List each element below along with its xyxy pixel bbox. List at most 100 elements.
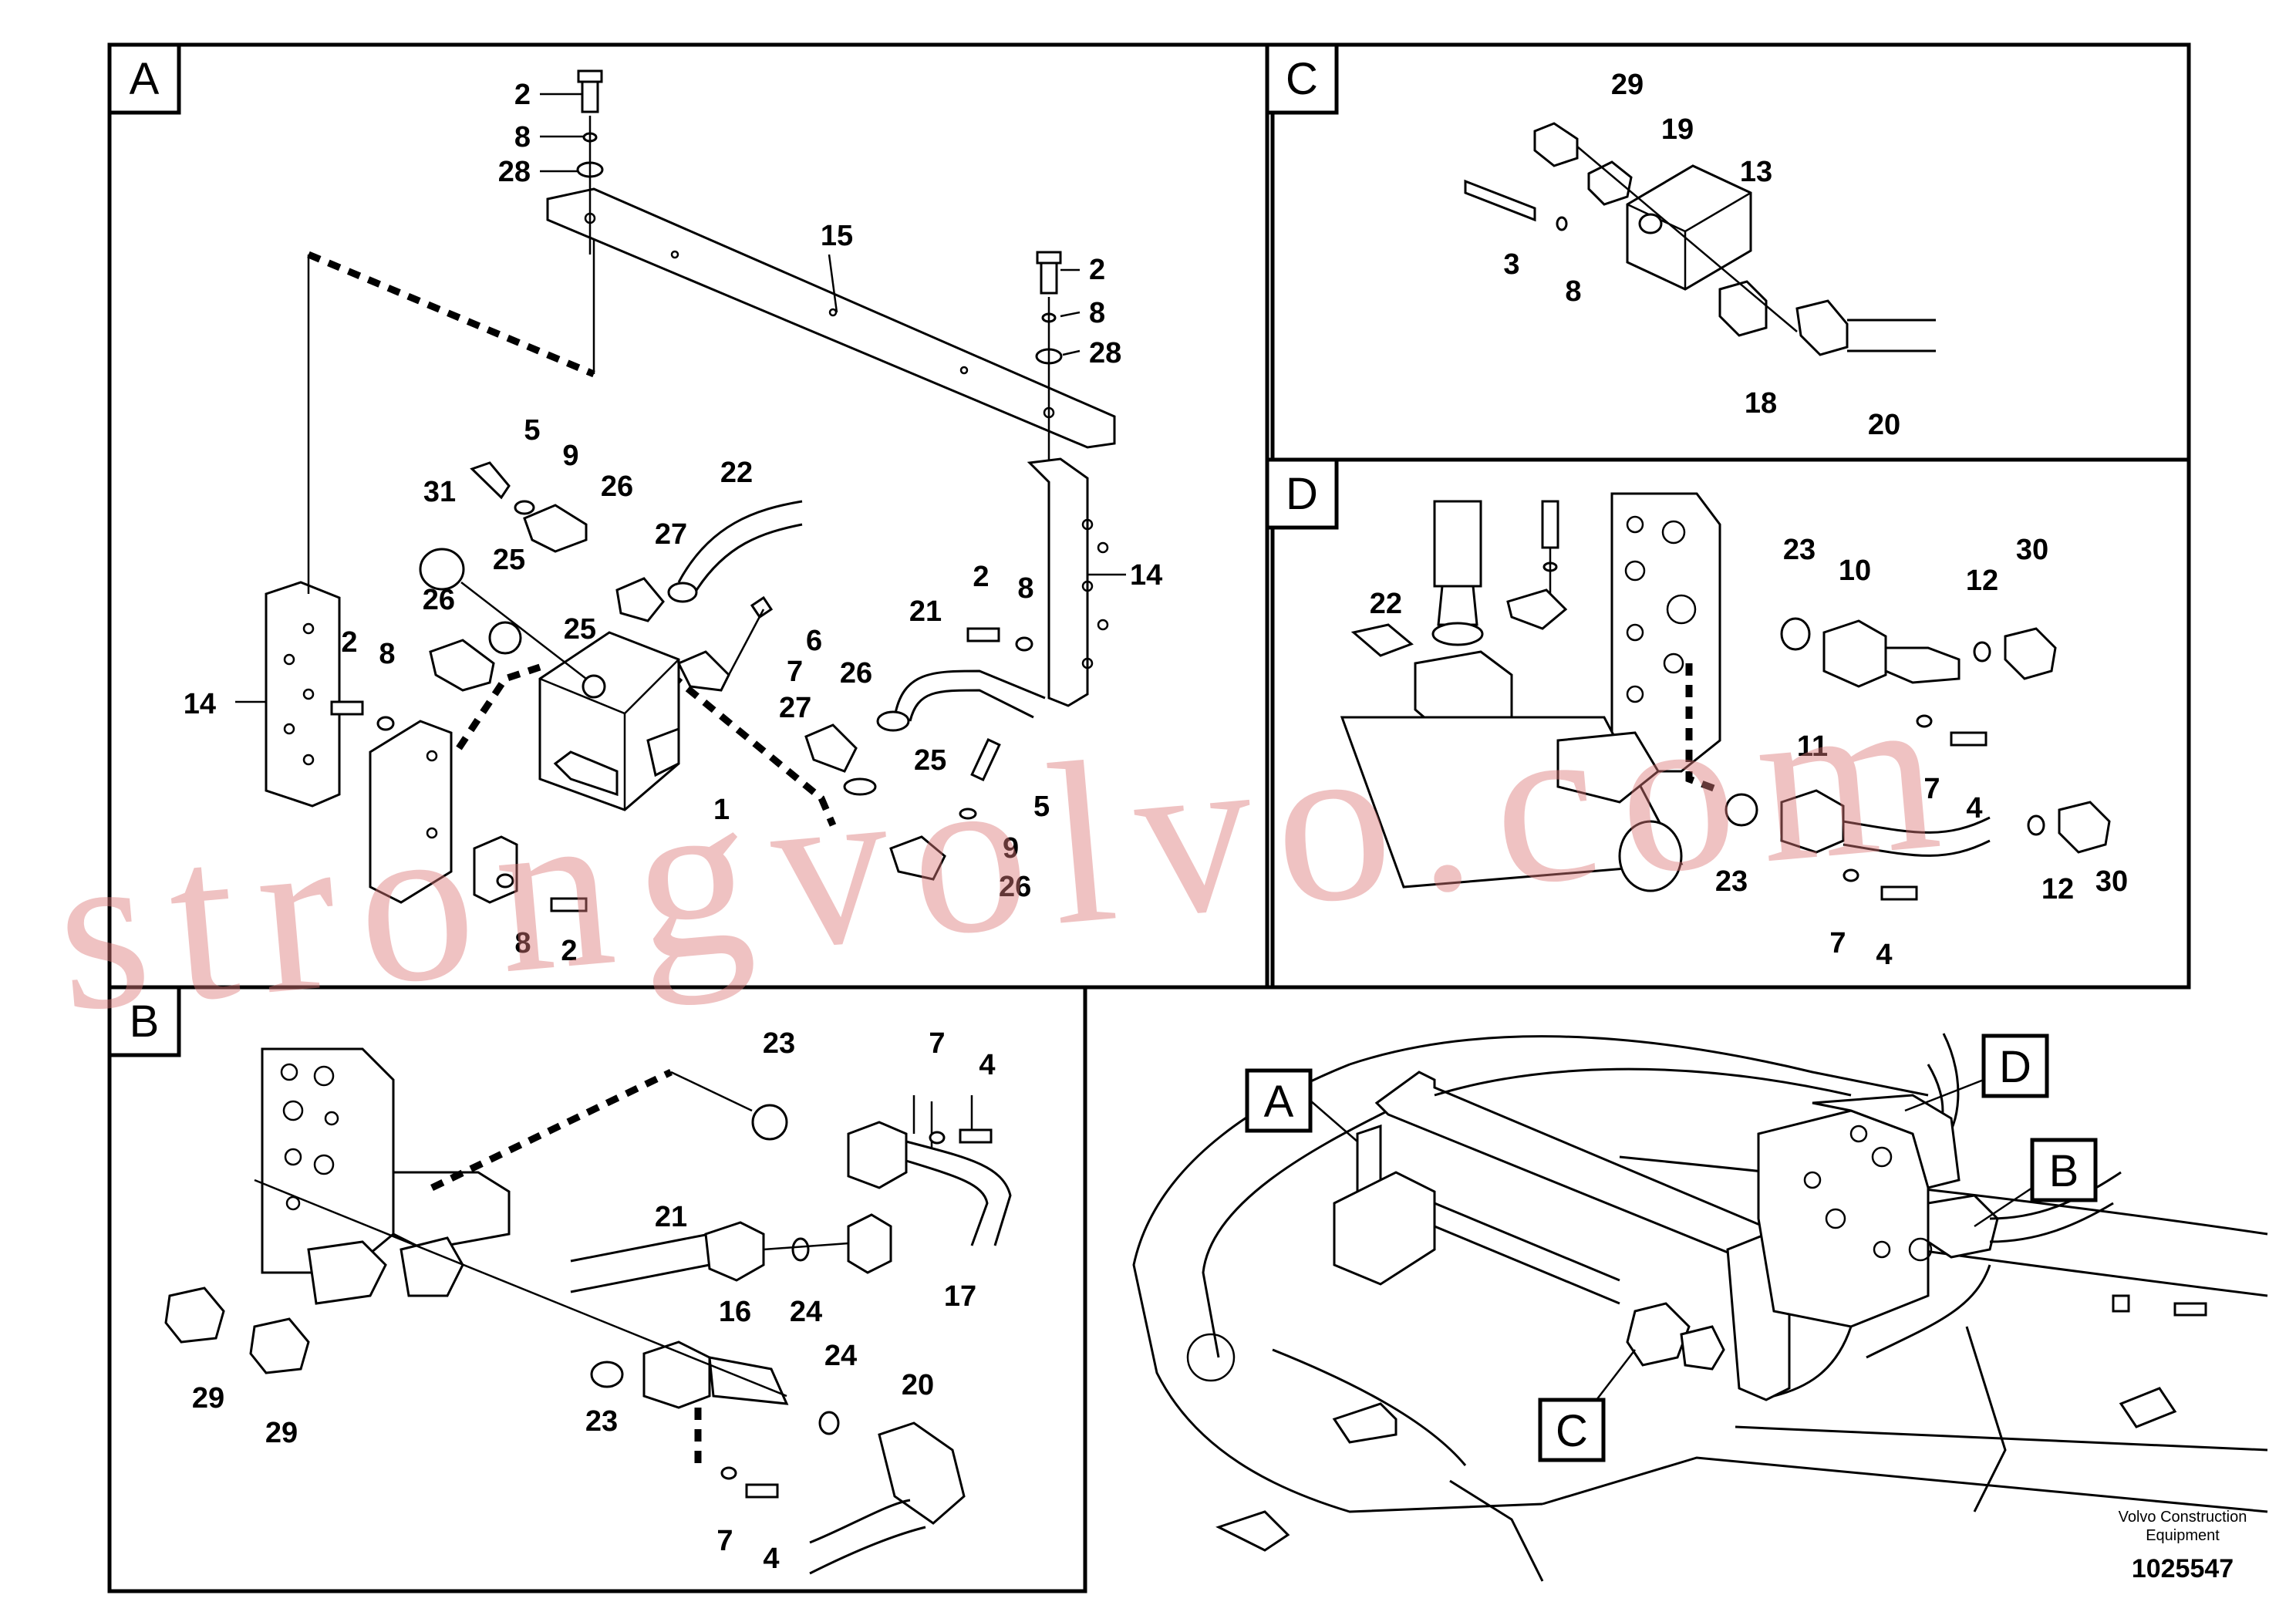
panel-c-labels: 29 19 13 3 8 18 20 bbox=[1503, 69, 1900, 441]
panel-a-label: 26 bbox=[840, 657, 872, 690]
panel-c-label: 8 bbox=[1565, 275, 1581, 308]
callout-b-letter: B bbox=[2049, 1146, 2079, 1196]
panel-d-label: 30 bbox=[2016, 534, 2048, 566]
panel-a-label: 5 bbox=[524, 414, 540, 447]
panel-b-label: 20 bbox=[902, 1369, 934, 1401]
company-name-line1: Volvo Construction bbox=[2119, 1509, 2247, 1526]
panel-b-label: 7 bbox=[929, 1027, 945, 1060]
panel-a-label: 2 bbox=[973, 561, 989, 593]
panel-a-label: 14 bbox=[184, 688, 216, 720]
footer: Volvo Construction Equipment 1025547 bbox=[2119, 1509, 2247, 1583]
panel-c-letter: C bbox=[1286, 54, 1318, 104]
panel-d-label: 30 bbox=[2095, 865, 2128, 898]
panel-d-label: 4 bbox=[1876, 939, 1892, 971]
panel-c-label: 13 bbox=[1740, 156, 1772, 188]
panel-b-label: 7 bbox=[716, 1525, 733, 1557]
panel-d-letter: D bbox=[1286, 469, 1318, 519]
callout-a-letter: A bbox=[1264, 1077, 1294, 1127]
panel-a-label: 8 bbox=[1089, 297, 1105, 329]
panel-d-label: 7 bbox=[1923, 773, 1940, 805]
panel-a-label: 8 bbox=[514, 121, 531, 153]
panel-b-label: 16 bbox=[719, 1296, 751, 1328]
panel-a-label: 1 bbox=[713, 794, 730, 826]
panel-a-label: 2 bbox=[1089, 254, 1105, 286]
overview-drawing bbox=[1132, 1033, 2268, 1582]
panel-a-label: 9 bbox=[1003, 832, 1019, 865]
panel-d-label: 12 bbox=[2041, 873, 2074, 905]
panel-a-label: 2 bbox=[561, 935, 577, 967]
overview-callouts: A D B C bbox=[1245, 1034, 2098, 1462]
panel-b-label: 4 bbox=[763, 1543, 779, 1575]
panel-letters: A C D B bbox=[107, 42, 1339, 1057]
panel-c-label: 18 bbox=[1745, 387, 1777, 420]
panel-a-label: 25 bbox=[564, 613, 596, 646]
panel-b-label: 21 bbox=[655, 1201, 687, 1233]
panel-d-label: 12 bbox=[1966, 565, 1998, 597]
panel-c-label: 20 bbox=[1868, 409, 1900, 441]
panel-a-label: 9 bbox=[562, 440, 578, 472]
panel-d-label: 23 bbox=[1783, 534, 1816, 566]
panel-a-label: 8 bbox=[379, 638, 395, 670]
panel-a-label: 26 bbox=[423, 584, 455, 616]
panel-a-label: 2 bbox=[341, 626, 357, 659]
panel-a-label: 25 bbox=[914, 744, 946, 777]
panel-b-label: 29 bbox=[265, 1417, 298, 1449]
panel-d-letter-box: D bbox=[1265, 457, 1339, 530]
panel-c-letter-box: C bbox=[1265, 42, 1339, 115]
panel-d-label: 11 bbox=[1797, 730, 1828, 763]
callout-a: A bbox=[1245, 1068, 1358, 1142]
panel-a-label: 28 bbox=[498, 156, 531, 188]
callout-d-letter: D bbox=[1999, 1042, 2031, 1092]
panel-b-frame bbox=[107, 985, 1087, 1593]
panel-a-label: 14 bbox=[1130, 559, 1162, 592]
callout-c-letter: C bbox=[1556, 1406, 1588, 1456]
panel-b-letter: B bbox=[130, 996, 160, 1047]
panel-b-label: 17 bbox=[944, 1280, 976, 1313]
callout-c: C bbox=[1538, 1349, 1636, 1462]
panel-a-label: 8 bbox=[1017, 572, 1033, 605]
panel-b-label: 24 bbox=[824, 1340, 857, 1372]
panel-d-label: 4 bbox=[1966, 792, 1982, 824]
callout-b: B bbox=[1974, 1138, 2098, 1228]
panel-a-letter-box: A bbox=[107, 42, 181, 115]
panel-b-label: 23 bbox=[585, 1405, 618, 1438]
panel-d-labels: 22 23 10 12 30 7 4 11 23 12 30 7 4 bbox=[1370, 534, 2128, 971]
panel-a-label: 26 bbox=[999, 871, 1031, 903]
panel-d-label: 23 bbox=[1715, 865, 1748, 898]
panel-a-label: 15 bbox=[821, 220, 853, 252]
panel-a-label: 21 bbox=[909, 595, 942, 628]
panel-b-letter-box: B bbox=[107, 985, 181, 1057]
panel-a-letter: A bbox=[130, 54, 160, 104]
panel-c-label: 29 bbox=[1611, 69, 1644, 101]
panel-b-label: 4 bbox=[979, 1049, 995, 1081]
panel-a-label: 26 bbox=[601, 470, 633, 503]
panel-d-label: 7 bbox=[1829, 927, 1846, 959]
panel-a-label: 28 bbox=[1089, 337, 1121, 369]
panel-a-label: 31 bbox=[423, 476, 456, 508]
panel-b-label: 23 bbox=[763, 1027, 795, 1060]
panel-b-label: 29 bbox=[192, 1382, 224, 1415]
panel-a-label: 27 bbox=[779, 692, 811, 724]
panel-d-drawing bbox=[1340, 492, 2111, 901]
panel-a-label: 22 bbox=[720, 457, 753, 489]
panel-a-label: 27 bbox=[655, 518, 687, 551]
panel-b-label: 24 bbox=[790, 1296, 822, 1328]
panel-a-label: 2 bbox=[514, 79, 531, 111]
panel-c-label: 3 bbox=[1503, 248, 1519, 281]
panel-b-drawing bbox=[164, 1047, 1012, 1575]
company-name-line2: Equipment bbox=[2146, 1527, 2220, 1544]
panel-d-label: 10 bbox=[1839, 555, 1871, 587]
panel-c-drawing bbox=[1464, 122, 1936, 356]
panel-a-labels: 2 8 28 15 2 8 28 5 9 26 31 22 27 25 25 6… bbox=[184, 79, 1163, 967]
panel-d-frame bbox=[1265, 457, 2191, 990]
panel-b-labels: 23 7 4 21 17 16 24 24 20 23 29 29 7 4 bbox=[192, 1027, 996, 1575]
panel-d-label: 22 bbox=[1370, 588, 1402, 620]
panel-c-label: 19 bbox=[1661, 113, 1694, 146]
panel-a-label: 6 bbox=[806, 625, 822, 657]
callout-d: D bbox=[1904, 1034, 2049, 1112]
panel-a-label: 7 bbox=[787, 656, 803, 688]
panel-a-label: 5 bbox=[1033, 791, 1050, 823]
document-number: 1025547 bbox=[2132, 1554, 2234, 1583]
panel-a-label: 25 bbox=[493, 544, 525, 576]
